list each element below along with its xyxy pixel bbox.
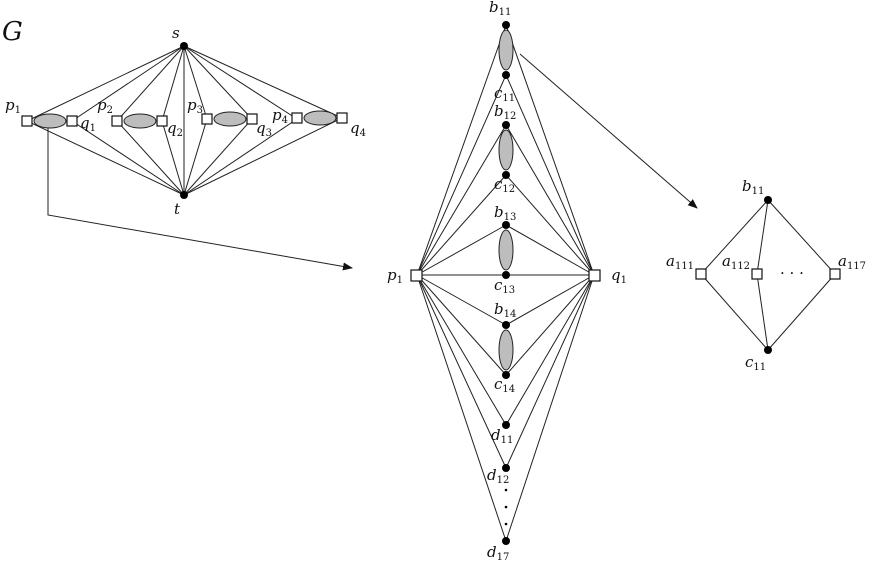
node-c14 <box>502 371 510 379</box>
node-q4 <box>336 112 348 124</box>
gadget-oval <box>33 113 67 129</box>
node-p4 <box>291 112 303 124</box>
label-t: t <box>174 200 181 218</box>
ellipsis-dot <box>504 505 508 509</box>
label-d11: d11 <box>491 426 513 446</box>
left-pair-1: p1 q1 <box>5 96 96 134</box>
gadget-oval <box>213 111 247 127</box>
label-q2: q2 <box>167 119 183 139</box>
ellipsis-dot <box>504 522 508 526</box>
label-q1-mid: q1 <box>611 266 627 286</box>
label-q4: q4 <box>350 119 366 139</box>
middle-edges <box>416 24 595 542</box>
label-a112: a112 <box>722 252 750 272</box>
node-b12 <box>502 121 510 129</box>
label-c13: c13 <box>494 276 515 296</box>
node-d11 <box>502 421 510 429</box>
label-p2: p2 <box>97 96 113 116</box>
label-b11: b11 <box>489 0 511 18</box>
label-a111: a111 <box>666 252 694 272</box>
label-c14: c14 <box>494 375 515 395</box>
gadget-oval-b12 <box>498 129 514 171</box>
label-c11: c11 <box>494 84 515 104</box>
node-t <box>180 191 188 199</box>
gadget-oval-b13 <box>498 229 514 271</box>
gadget-oval-b11 <box>498 29 514 71</box>
node-a111 <box>695 268 707 280</box>
gadget-oval-b14 <box>498 329 514 371</box>
expand-arrow-2 <box>519 53 698 209</box>
node-p1-mid <box>410 269 423 282</box>
node-c11 <box>502 71 510 79</box>
label-d12: d12 <box>487 466 509 486</box>
label-p3: p3 <box>187 96 203 116</box>
left-pair-2: p2 q2 <box>97 96 183 139</box>
node-c13 <box>502 271 510 279</box>
expand-arrow-1 <box>47 128 353 271</box>
left-pair-4: p4 q4 <box>272 106 366 139</box>
label-c11-right: c11 <box>745 353 766 373</box>
middle-graph: p1 q1 b11 c11 b12 c12 b13 c13 b14 c14 d1… <box>387 0 698 563</box>
node-d12 <box>502 464 510 472</box>
node-c12 <box>502 171 510 179</box>
node-a112 <box>751 268 763 280</box>
node-q1 <box>66 115 78 127</box>
node-d17 <box>502 537 510 545</box>
left-edges <box>26 45 343 196</box>
graph-label: G <box>2 17 23 47</box>
label-c12: c12 <box>494 175 515 195</box>
label-b11-right: b11 <box>742 177 764 197</box>
label-s: s <box>172 24 180 42</box>
node-a117 <box>829 268 841 280</box>
node-c11-right <box>764 346 772 354</box>
label-p1: p1 <box>5 96 21 116</box>
node-p1 <box>21 115 33 127</box>
left-graph: G p1 q1 <box>2 17 366 271</box>
node-p3 <box>201 113 213 125</box>
right-graph: b11 c11 a111 a112 a117 · · · <box>666 177 866 373</box>
label-b12: b12 <box>494 102 516 122</box>
horizontal-ellipsis: · · · <box>780 264 804 282</box>
node-b11-right <box>764 196 772 204</box>
node-s <box>180 42 188 50</box>
node-b14 <box>502 321 510 329</box>
node-b11 <box>502 21 510 29</box>
gadget-oval <box>123 113 157 129</box>
node-p2 <box>111 115 123 127</box>
gadget-oval <box>303 110 337 126</box>
label-q3: q3 <box>256 119 272 139</box>
node-q3 <box>246 113 258 125</box>
left-pair-3: p3 q3 <box>187 96 272 139</box>
ellipsis-dot <box>504 488 508 492</box>
label-d17: d17 <box>487 543 509 563</box>
right-edges <box>700 199 836 351</box>
node-q1-mid <box>588 269 601 282</box>
label-b13: b13 <box>494 203 516 223</box>
label-q1: q1 <box>80 114 96 134</box>
label-p1-mid: p1 <box>387 266 403 286</box>
label-b14: b14 <box>494 300 516 320</box>
node-q2 <box>156 115 168 127</box>
label-a117: a117 <box>838 252 866 272</box>
node-b13 <box>502 221 510 229</box>
label-p4: p4 <box>272 106 288 126</box>
